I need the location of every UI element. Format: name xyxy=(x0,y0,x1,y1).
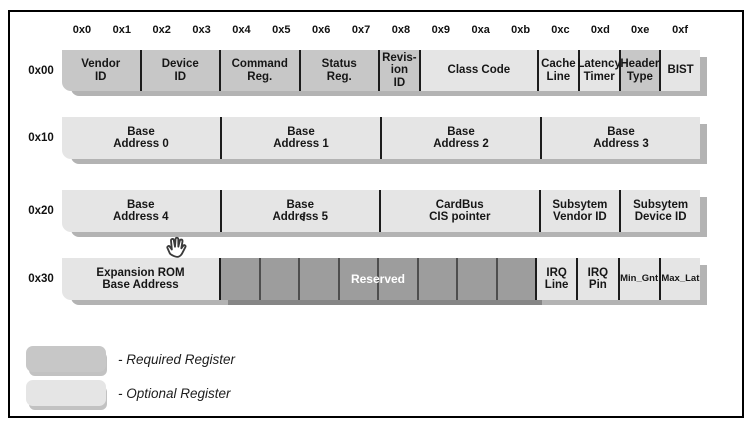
diagram-border-frame: 0x0 0x1 0x2 0x3 0x4 0x5 0x6 0x7 0x8 0x9 0xa 0xb 0xc 0… xyxy=(8,10,744,418)
register-cell-label: BIST xyxy=(667,64,694,77)
reserved-byte-cell xyxy=(298,258,338,300)
legend-label-required: - Required Register xyxy=(118,351,236,367)
byte-offset-label-0x4: 0x4 xyxy=(232,24,251,36)
register-cell-bist: BIST xyxy=(659,50,700,91)
byte-offset-label-0x5: 0x5 xyxy=(272,24,291,36)
row-offset-label-0x10: 0x10 xyxy=(28,132,54,144)
reserved-label: Reserved xyxy=(350,271,406,286)
register-cell-label: Min_Gnt xyxy=(620,272,659,284)
register-cell-max-lat: Max_Lat xyxy=(658,258,700,300)
reserved-byte-cell xyxy=(337,258,378,300)
byte-offset-label-0xb: 0xb xyxy=(511,24,531,36)
legend-swatch-optional xyxy=(26,380,106,406)
legend-item-optional: - Optional Register xyxy=(26,380,231,406)
reserved-byte-cell xyxy=(221,258,259,300)
reserved-byte-cell xyxy=(416,258,457,300)
text-cursor-artifact xyxy=(302,211,306,222)
byte-offset-headers: 0x0 0x1 0x2 0x3 0x4 0x5 0x6 0x7 0x8 0x9 0xa 0xb 0xc 0… xyxy=(62,22,700,38)
row-offset-label-0x20: 0x20 xyxy=(28,205,54,217)
byte-offset-label-0x8: 0x8 xyxy=(391,24,411,36)
legend-label-optional: - Optional Register xyxy=(118,385,231,401)
reserved-byte-cell xyxy=(258,258,299,300)
register-cell-label: Class Code xyxy=(447,64,511,77)
byte-offset-label-0x6: 0x6 xyxy=(312,24,331,36)
reserved-byte-cell xyxy=(495,258,536,300)
reserved-byte-dividers xyxy=(221,258,535,300)
byte-offset-label-0xd: 0xd xyxy=(590,24,610,36)
legend-item-required: - Required Register xyxy=(26,346,235,372)
byte-offset-label-0x9: 0x9 xyxy=(431,24,450,36)
byte-offset-label-0xc: 0xc xyxy=(551,24,570,36)
byte-offset-label-0x3: 0x3 xyxy=(192,24,211,36)
byte-offset-label-0x1: 0x1 xyxy=(112,24,131,36)
reserved-byte-cell xyxy=(377,258,417,300)
row-offset-label-0x30: 0x30 xyxy=(28,273,54,285)
register-cell-min-gnt: Min_Gnt xyxy=(617,258,659,300)
byte-offset-label-0xf: 0xf xyxy=(672,24,689,36)
legend-swatch-required xyxy=(26,346,106,372)
hand-tool-cursor-icon xyxy=(166,236,187,258)
byte-offset-label-0xe: 0xe xyxy=(631,24,650,36)
register-cell-reserved: Reserved xyxy=(219,258,535,300)
byte-offset-label-0x0: 0x0 xyxy=(72,24,92,36)
row-offset-label-0x00: 0x00 xyxy=(28,64,54,77)
register-cell-label: Max_Lat xyxy=(661,272,700,284)
register-cell-class-code: Class Code xyxy=(418,50,537,91)
byte-offset-label-0x7: 0x7 xyxy=(351,24,371,36)
byte-offset-label-0xa: 0xa xyxy=(471,24,490,36)
reserved-byte-cell xyxy=(456,258,496,300)
byte-offset-label-0x2: 0x2 xyxy=(152,24,171,36)
